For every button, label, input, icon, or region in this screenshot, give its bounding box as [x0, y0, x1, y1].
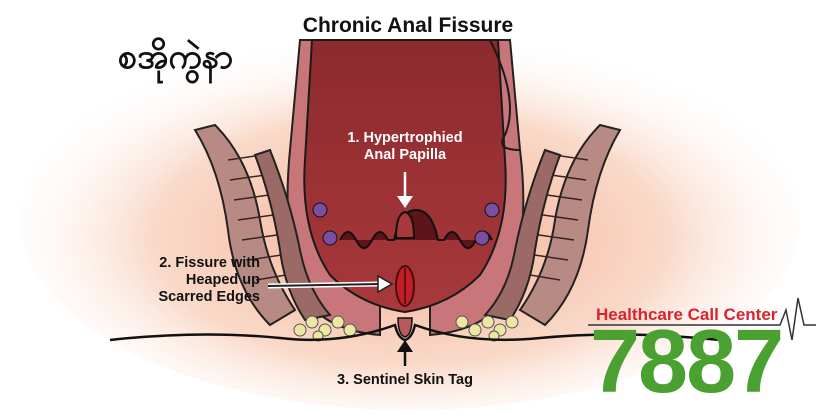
- label-skin-tag: 3. Sentinel Skin Tag: [337, 372, 473, 388]
- heartbeat-line: [588, 297, 816, 341]
- fat-lobules-right: [455, 315, 519, 342]
- fat-lobules-left: [293, 315, 357, 342]
- label-papilla-line1: 1. Hypertrophied: [347, 130, 463, 146]
- arrow-skin-tag: [397, 340, 413, 366]
- rectal-fold: [489, 39, 521, 151]
- label-fissure: 2. Fissure with Heaped up Scarred Edges: [110, 255, 260, 306]
- skin-contour: [109, 323, 721, 342]
- right-sphincter-muscles: [474, 123, 622, 327]
- myanmar-title: စအိုကွဲနာ: [118, 37, 234, 77]
- label-papilla-line2: Anal Papilla: [363, 147, 447, 163]
- dentate-line: [339, 208, 493, 249]
- hypertrophied-papilla: [394, 210, 416, 239]
- healthcare-call-number: 7887: [590, 312, 784, 412]
- label-fissure-line1: 2. Fissure with: [159, 255, 260, 271]
- label-fissure-line2: Heaped up: [185, 272, 260, 288]
- label-papilla: 1. Hypertrophied Anal Papilla: [330, 130, 480, 164]
- label-fissure-line3: Scarred Edges: [158, 289, 260, 305]
- arrow-fissure: [267, 274, 394, 294]
- left-sphincter-muscles: [193, 123, 338, 327]
- sentinel-skin-tag: [397, 317, 413, 338]
- arrow-papilla: [397, 172, 413, 208]
- diagram-title: Chronic Anal Fissure: [302, 14, 514, 37]
- healthcare-call-center-title: Healthcare Call Center: [596, 305, 778, 324]
